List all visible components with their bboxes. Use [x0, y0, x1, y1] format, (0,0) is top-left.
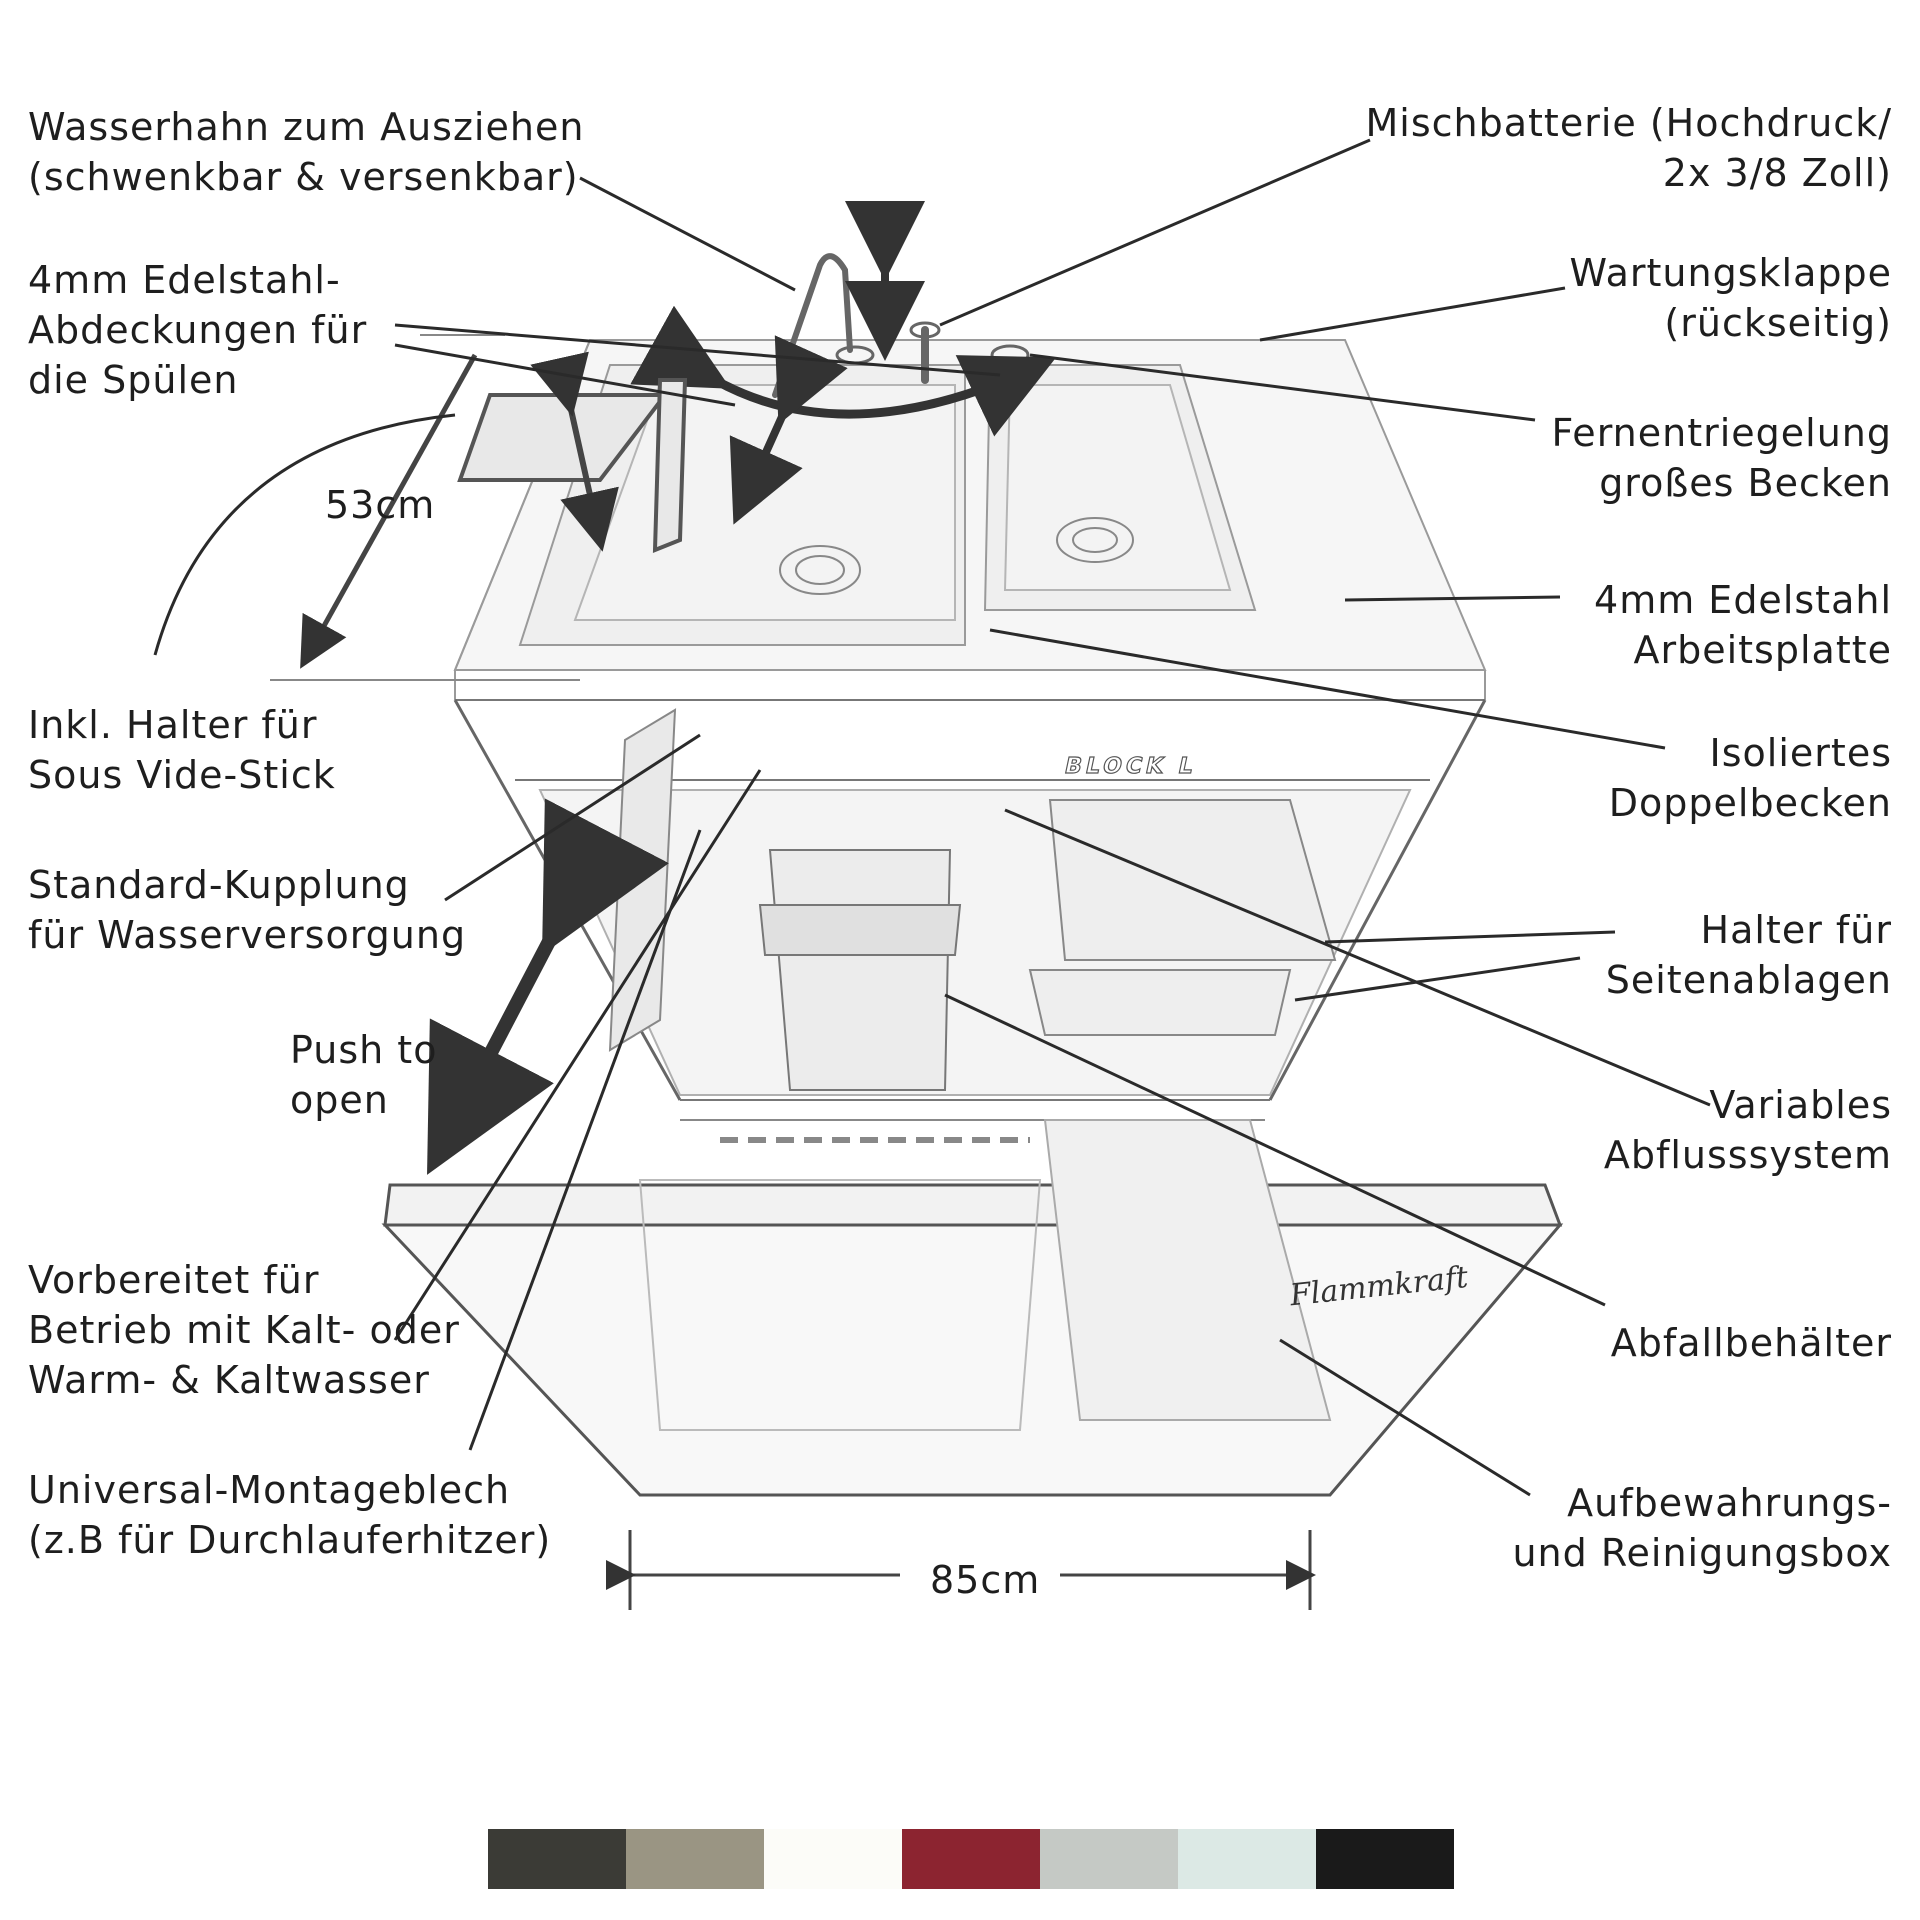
label-service-flap: Wartungsklappe(rückseitig)	[1569, 251, 1892, 345]
label-waste-bin: Abfallbehälter	[1610, 1321, 1892, 1365]
label-mounting-plate: Universal-Montageblech(z.B für Durchlauf…	[28, 1468, 552, 1562]
depth-arrow-icon	[300, 353, 478, 669]
model-badge: BLOCK L	[1062, 753, 1199, 779]
width-dimension	[606, 1530, 1316, 1610]
color-swatch-2[interactable]	[626, 1829, 764, 1889]
color-swatch-4[interactable]	[902, 1829, 1040, 1889]
color-swatch-6[interactable]	[1178, 1829, 1316, 1889]
push-arrow-icon	[427, 798, 669, 1175]
pullout-arrow-icon	[729, 335, 848, 525]
cabinet-sketch	[381, 339, 1564, 1497]
leader-lines	[153, 138, 1711, 1497]
label-storage-box: Aufbewahrungs-und Reinigungsbox	[1512, 1481, 1892, 1575]
color-swatch-3[interactable]	[764, 1829, 902, 1889]
label-faucet: Wasserhahn zum Ausziehen(schwenkbar & ve…	[28, 105, 585, 199]
label-mixer: Mischbatterie (Hochdruck/2x 3/8 Zoll)	[1365, 101, 1892, 195]
color-swatch-7[interactable]	[1316, 1829, 1454, 1889]
label-depth: 53cm	[325, 483, 436, 527]
color-swatch-5[interactable]	[1040, 1829, 1178, 1889]
label-width: 85cm	[930, 1558, 1041, 1602]
color-swatch-1[interactable]	[488, 1829, 626, 1889]
